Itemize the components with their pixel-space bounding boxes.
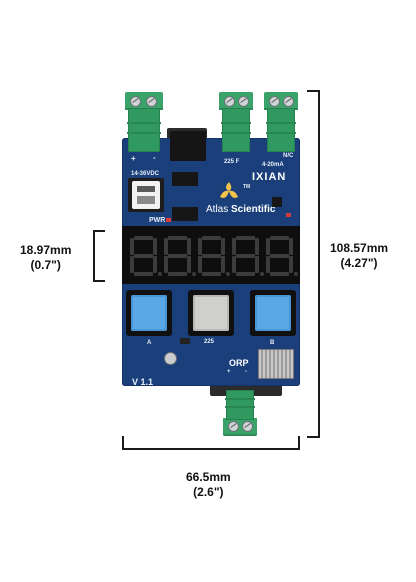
label-button-a: A bbox=[147, 340, 152, 346]
display-dimension-tick-bottom bbox=[93, 280, 105, 282]
screw-icon bbox=[242, 421, 253, 432]
connector-grid bbox=[258, 349, 294, 379]
width-in: (2.6") bbox=[193, 485, 224, 499]
screw-icon bbox=[224, 96, 235, 107]
height-dimension-tick-top bbox=[307, 90, 320, 92]
display-digit bbox=[232, 236, 264, 276]
label-plus: + bbox=[131, 154, 136, 163]
label-4-20ma: 4-20mA bbox=[262, 162, 284, 168]
mounting-screw-icon bbox=[164, 352, 177, 365]
power-module bbox=[128, 178, 164, 212]
width-dimension-tick-right bbox=[298, 436, 300, 450]
display-dimension-line bbox=[93, 230, 95, 282]
label-pwr: PWR bbox=[149, 217, 166, 224]
label-power-range: 14-36VDC bbox=[131, 171, 160, 177]
ic-chip-upper bbox=[172, 172, 198, 186]
label-tm: TM bbox=[243, 184, 251, 190]
ic-chip-right bbox=[272, 197, 282, 207]
height-dimension-line bbox=[318, 90, 320, 438]
screw-icon bbox=[146, 96, 157, 107]
screw-icon bbox=[269, 96, 280, 107]
terminal-block-relay bbox=[219, 92, 253, 152]
label-nc: N/C bbox=[283, 153, 294, 159]
display-dimension-label: 18.97mm (0.7") bbox=[20, 243, 71, 273]
relay bbox=[170, 131, 206, 161]
width-dimension-label: 66.5mm (2.6") bbox=[186, 470, 231, 500]
screw-icon bbox=[238, 96, 249, 107]
display-digit bbox=[266, 236, 298, 276]
label-orp: ORP bbox=[229, 358, 249, 368]
width-dimension-line bbox=[122, 448, 300, 450]
button-a[interactable] bbox=[126, 290, 172, 336]
label-version: V 1.1 bbox=[132, 377, 154, 387]
atlas-logo-icon bbox=[218, 180, 240, 202]
display-in: (0.7") bbox=[30, 258, 61, 272]
seven-segment-display bbox=[122, 226, 300, 284]
display-digit bbox=[130, 236, 162, 276]
screw-icon bbox=[130, 96, 141, 107]
small-component bbox=[180, 338, 190, 344]
label-button-b: B bbox=[270, 340, 275, 346]
led-indicator bbox=[286, 213, 291, 217]
button-225[interactable] bbox=[188, 290, 234, 336]
width-dimension-tick-left bbox=[122, 436, 124, 450]
pwr-led bbox=[166, 218, 171, 222]
terminal-block-power bbox=[125, 92, 163, 152]
width-mm: 66.5mm bbox=[186, 470, 231, 484]
display-dimension-tick-top bbox=[93, 230, 105, 232]
label-225-f: 225 F bbox=[224, 159, 240, 165]
height-dimension-label: 108.57mm (4.27") bbox=[330, 241, 388, 271]
display-mm: 18.97mm bbox=[20, 243, 72, 257]
label-minus: - bbox=[153, 153, 156, 162]
ic-chip-lower bbox=[172, 207, 198, 221]
label-orp-plus: + bbox=[227, 369, 231, 375]
label-button-225: 225 bbox=[204, 339, 215, 345]
display-digit bbox=[164, 236, 196, 276]
label-orp-minus: - bbox=[245, 369, 247, 375]
terminal-block-4-20ma bbox=[264, 92, 298, 152]
display-digit bbox=[198, 236, 230, 276]
height-dimension-tick-bottom bbox=[307, 436, 320, 438]
brand-scientific: Scientific bbox=[231, 204, 276, 215]
brand-text: Atlas Scientific bbox=[206, 204, 275, 215]
brand-atlas: Atlas bbox=[206, 204, 229, 215]
height-mm: 108.57mm bbox=[330, 241, 389, 255]
screw-icon bbox=[283, 96, 294, 107]
screw-icon bbox=[228, 421, 239, 432]
ixian-logo: IXIAN bbox=[252, 171, 287, 183]
terminal-block-orp bbox=[223, 390, 257, 436]
button-b[interactable] bbox=[250, 290, 296, 336]
height-in: (4.27") bbox=[340, 256, 378, 270]
